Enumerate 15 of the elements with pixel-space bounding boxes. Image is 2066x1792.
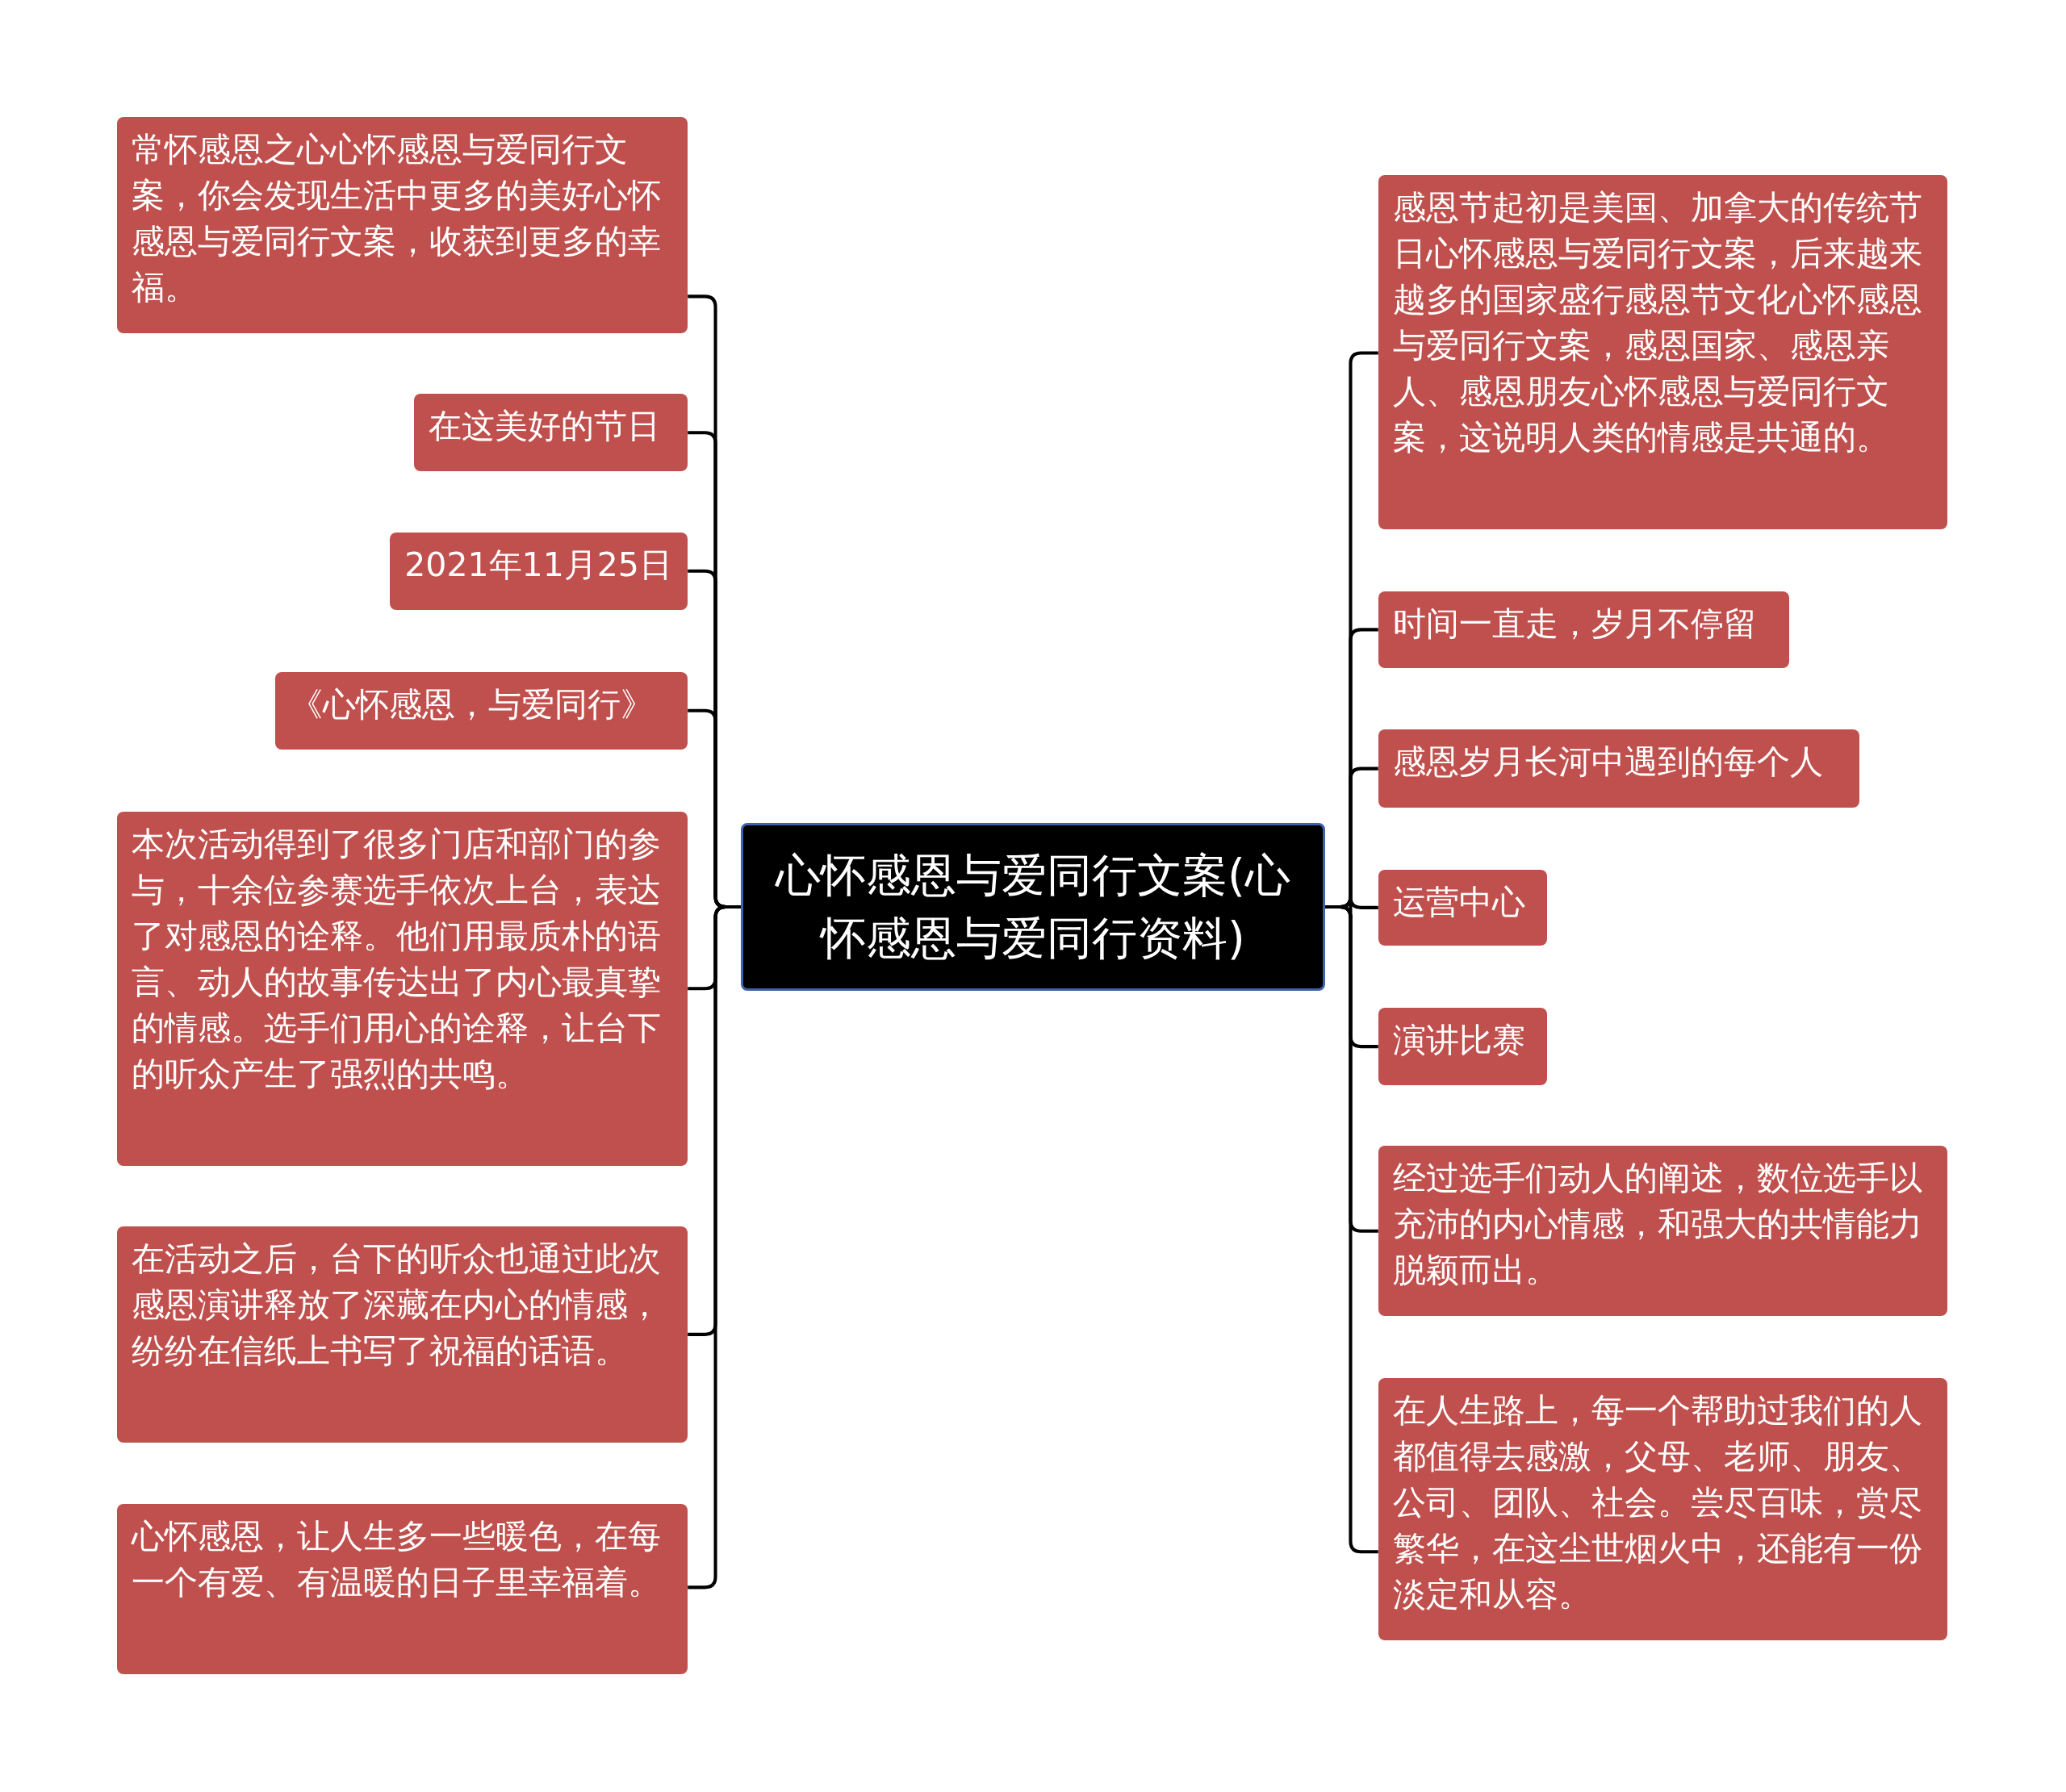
topic-box: 在人生路上，每一个帮助过我们的人都值得去感激，父母、老师、朋友、公司、团队、社会。尝尽百味，赏尽繁华，在这尘世烟火中，还能有一份淡定和从容。	[1378, 1377, 1948, 1640]
topic-box: 在活动之后，台下的听众也通过此次感恩演讲释放了深藏在内心的情感，纷纷在信纸上书写了祝福的话语。	[117, 1226, 688, 1443]
topic-box: 《心怀感恩，与爱同行》	[275, 671, 688, 750]
topic-box: 本次活动得到了很多门店和部门的参与，十余位参赛选手依次上台，表达了对感恩的诠释。他们用最质朴的语言、动人的故事传达出了内心最真挚的情感。选手们用心的诠释，让台下的听众产生了强烈的共鸣。	[117, 811, 688, 1166]
topic-box: 在这美好的节日	[413, 394, 688, 472]
topic-box: 经过选手们动人的阐述，数位选手以充沛的内心情感，和强大的共情能力脱颖而出。	[1378, 1146, 1948, 1316]
topic-box: 时间一直走，岁月不停留	[1378, 591, 1790, 668]
topic-box: 感恩岁月长河中遇到的每个人	[1378, 729, 1859, 808]
topic-box: 感恩节起初是美国、加拿大的传统节日心怀感恩与爱同行文案，后来越来越多的国家盛行感恩节文化心怀感恩与爱同行文案，感恩国家、感恩亲人、感恩朋友心怀感恩与爱同行文案，这说明人类的情感是共通的。	[1378, 175, 1948, 530]
topic-box: 2021年11月25日	[390, 532, 688, 610]
topic-box: 常怀感恩之心心怀感恩与爱同行文案，你会发现生活中更多的美好心怀感恩与爱同行文案，收获到更多的幸福。	[117, 117, 688, 334]
topic-box: 心怀感恩，让人生多一些暖色，在每一个有爱、有温暖的日子里幸福着。	[117, 1504, 688, 1675]
topic-box: 运营中心	[1378, 869, 1547, 946]
topic-box: 演讲比赛	[1378, 1007, 1547, 1086]
central-topic: 心怀感恩与爱同行文案(心怀感恩与爱同行资料)	[740, 823, 1326, 991]
